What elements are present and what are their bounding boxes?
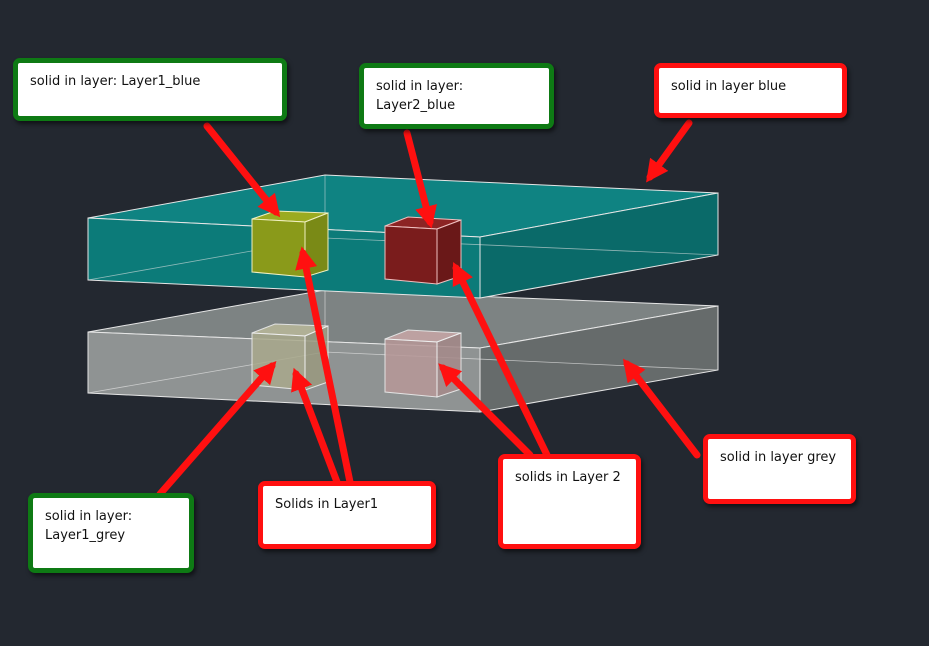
arrow-solids-layer1-a: [295, 246, 354, 486]
solid-layer2-grey[interactable]: [384, 329, 462, 398]
callout-solids-layer1-text: Solids in Layer1: [275, 497, 379, 512]
callout-layer-blue: solid in layer blue: [654, 63, 847, 118]
callout-layer-grey: solid in layer grey: [703, 434, 856, 504]
callout-layer1-grey: solid in layer: Layer1_grey: [28, 493, 194, 573]
arrow-layer1-grey: [156, 360, 277, 498]
arrow-layer-blue: [646, 119, 693, 183]
arrow-solids-layer1-b: [291, 367, 341, 486]
callout-layer2-blue-text: solid in layer: Layer2_blue: [376, 79, 464, 113]
arrow-layer2-blue: [403, 129, 437, 229]
grey-layer-slab[interactable]: [87, 289, 719, 413]
callout-solids-layer1: Solids in Layer1: [258, 481, 436, 549]
callout-layer1-grey-text-line2: Layer1_grey: [45, 528, 126, 543]
solid-layer1-blue[interactable]: [251, 210, 329, 278]
arrow-layer-grey: [622, 358, 701, 459]
callout-layer1-blue-text: solid in layer: Layer1_blue: [30, 74, 201, 89]
callout-layer1-blue: solid in layer: Layer1_blue: [13, 58, 287, 121]
callout-layer2-blue: solid in layer: Layer2_blue: [359, 63, 554, 129]
arrow-solids-layer2-b: [438, 363, 534, 459]
callout-solids-layer2: solids in Layer 2: [498, 454, 641, 549]
callout-layer1-grey-text-line1: solid in layer:: [45, 509, 133, 524]
solid-layer2-blue[interactable]: [384, 216, 462, 285]
arrow-layer1-blue: [203, 122, 281, 218]
callout-layer-blue-text: solid in layer blue: [671, 79, 787, 94]
callout-layer-grey-text: solid in layer grey: [720, 450, 837, 465]
arrow-solids-layer2-a: [452, 261, 551, 459]
callout-solids-layer2-text: solids in Layer 2: [515, 470, 621, 485]
